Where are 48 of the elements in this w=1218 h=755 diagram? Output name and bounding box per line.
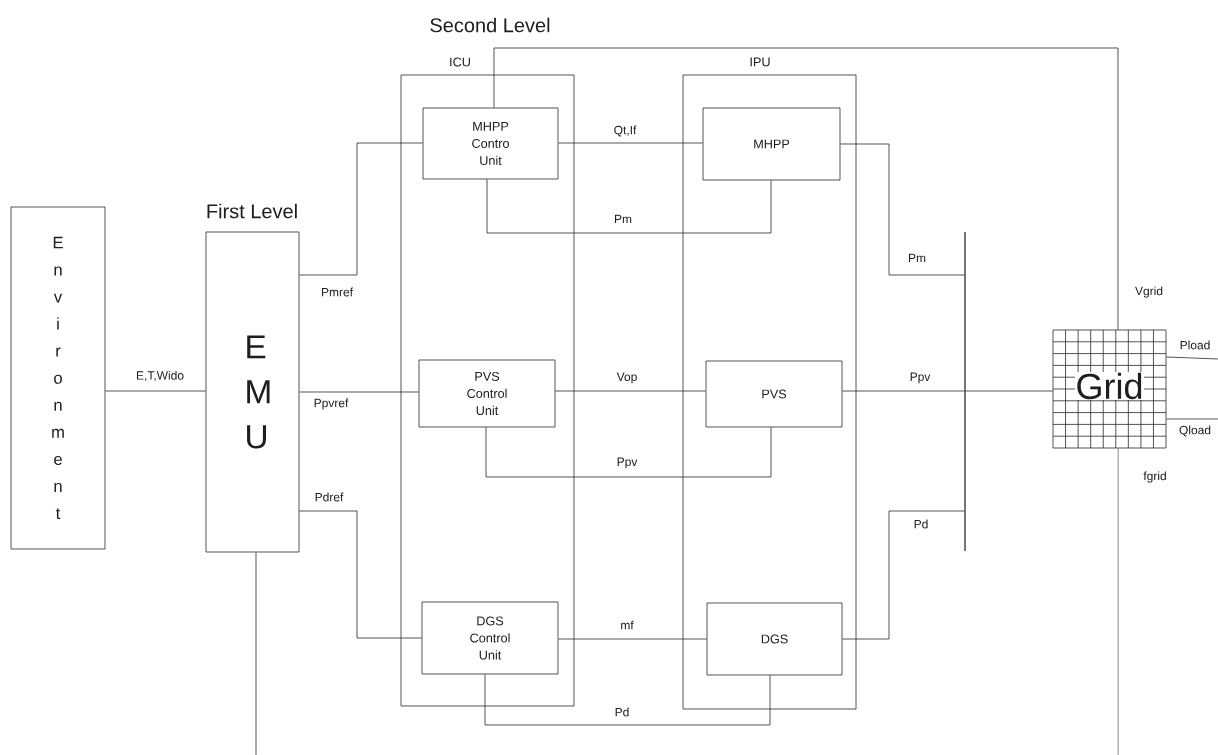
edge-label: Ppv bbox=[908, 371, 932, 385]
connector-line bbox=[299, 510, 422, 639]
connector-line bbox=[493, 47, 1119, 330]
connector-line bbox=[558, 638, 707, 640]
connector-line bbox=[965, 390, 1053, 392]
connector-line bbox=[486, 179, 772, 234]
connector-line bbox=[299, 391, 419, 393]
edge-label: Pm bbox=[612, 213, 634, 225]
container-heading: ICU bbox=[450, 57, 470, 67]
edge-label: Pd bbox=[912, 518, 930, 530]
connector-line bbox=[255, 552, 257, 755]
connector-line bbox=[1166, 418, 1218, 420]
edge-label: Pmref bbox=[319, 286, 355, 298]
edge-label: Qt,If bbox=[612, 124, 638, 138]
edge-label: Vgrid bbox=[1133, 285, 1165, 299]
process-box: MHPP Contro Unit bbox=[422, 107, 559, 180]
edge-label: Vop bbox=[615, 371, 639, 385]
edge-label: Pm bbox=[906, 252, 928, 264]
edge-label: Pload bbox=[1178, 339, 1212, 351]
process-box: PVS bbox=[705, 360, 843, 428]
connector-line bbox=[555, 390, 706, 392]
process-box: DGS Control Unit bbox=[421, 601, 559, 675]
connector-line bbox=[105, 390, 206, 392]
edge-label: E,T,Wido bbox=[134, 369, 186, 383]
container-heading: IPU bbox=[750, 57, 770, 67]
connector-line bbox=[485, 427, 772, 478]
level-heading: First Level bbox=[207, 203, 297, 219]
connector-line bbox=[1166, 356, 1218, 360]
connector-line bbox=[484, 674, 771, 726]
environment-box: Environment bbox=[10, 206, 106, 550]
process-box: PVS Control Unit bbox=[418, 359, 556, 428]
edge-label: mf bbox=[619, 619, 635, 631]
connector-line bbox=[558, 142, 703, 144]
connector-line bbox=[840, 143, 965, 276]
connector-line bbox=[842, 510, 965, 640]
unit-box: EMU bbox=[205, 231, 300, 553]
process-box: MHPP bbox=[702, 107, 841, 181]
process-box: DGS bbox=[706, 602, 843, 676]
edge-label: Pd bbox=[613, 706, 631, 718]
edge-label: Pdref bbox=[313, 491, 345, 503]
grid-box: Grid bbox=[1052, 329, 1167, 449]
edge-label: Ppv bbox=[615, 456, 639, 470]
connector-line bbox=[299, 142, 423, 276]
edge-label: fgrid bbox=[1142, 470, 1168, 484]
level-heading: Second Level bbox=[430, 17, 550, 33]
connector-line bbox=[842, 390, 965, 392]
edge-label: Qload bbox=[1177, 424, 1213, 438]
edge-label: Ppvref bbox=[312, 397, 350, 411]
